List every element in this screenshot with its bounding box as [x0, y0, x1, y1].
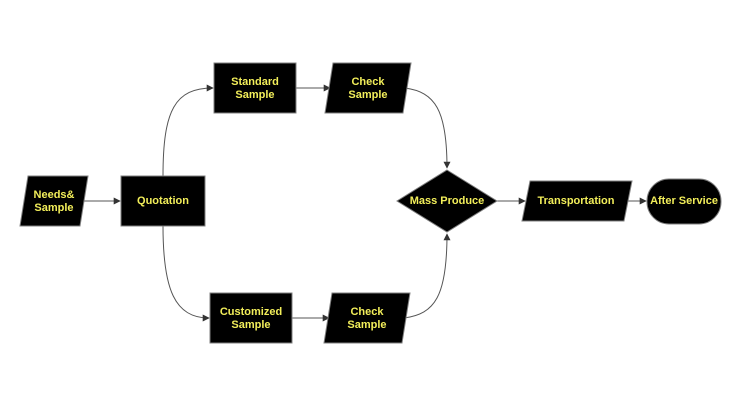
node-check-sample-bottom: Check Sample [323, 292, 411, 344]
connectors [82, 84, 647, 322]
node-standard-sample: Standard Sample [213, 62, 297, 114]
mass-produce-label: Mass Produce [410, 195, 485, 207]
check-sample-top-label-line-1: Check [351, 76, 385, 88]
needs-sample-label-line-2: Sample [34, 202, 73, 214]
customized-sample-label-line-1: Customized [220, 306, 282, 318]
node-check-sample-top: Check Sample [324, 62, 412, 114]
standard-sample-label-line-1: Standard [231, 76, 279, 88]
needs-sample-label-line-1: Needs& [34, 189, 75, 201]
check-sample-top-label-line-2: Sample [348, 89, 387, 101]
node-customized-sample: Customized Sample [209, 292, 293, 344]
after-service-label: After Service [650, 195, 718, 207]
node-transportation: Transportation [521, 180, 633, 222]
customized-sample-label-line-2: Sample [231, 319, 270, 331]
edge-quotation-to-customized-sample [162, 225, 210, 322]
standard-sample-label-line-2: Sample [235, 89, 274, 101]
node-needs-sample: Needs& Sample [19, 175, 89, 227]
check-sample-bottom-label-line-2: Sample [347, 319, 386, 331]
quotation-label: Quotation [137, 195, 189, 207]
transportation-label: Transportation [537, 195, 614, 207]
edge-check-top-to-mass-produce [404, 87, 451, 169]
node-quotation: Quotation [120, 175, 206, 227]
edge-quotation-to-standard-sample [162, 84, 214, 177]
edge-check-bottom-to-mass-produce [403, 233, 451, 319]
check-sample-bottom-label-line-1: Check [350, 306, 384, 318]
node-mass-produce: Mass Produce [396, 169, 498, 233]
node-after-service: After Service [646, 178, 722, 225]
